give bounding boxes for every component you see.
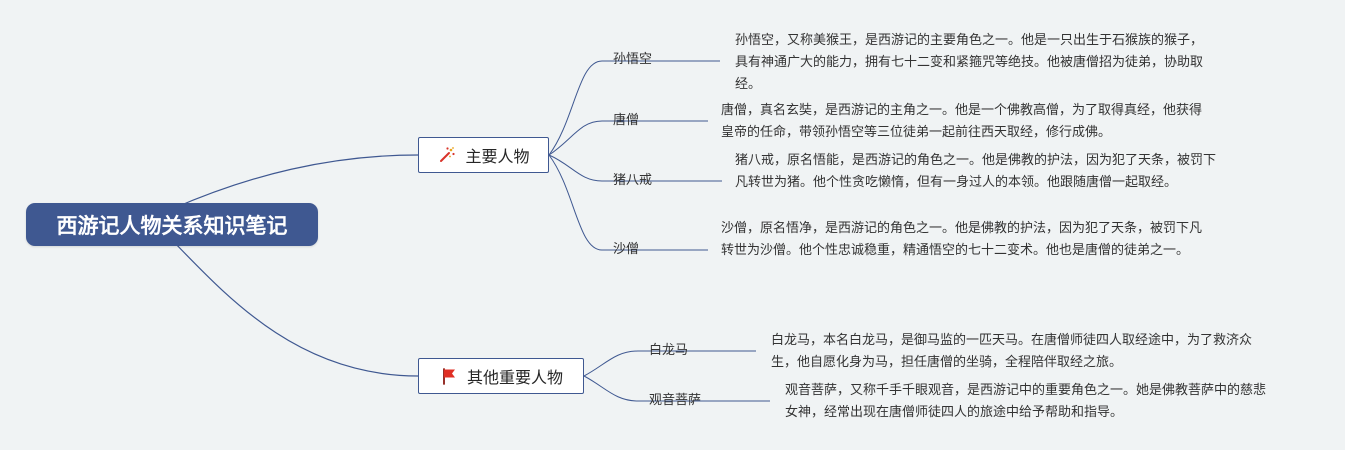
- subtopic-guanyin[interactable]: 观音菩萨: [649, 393, 702, 408]
- description-tangseng: 唐僧，真名玄奘，是西游记的主角之一。他是一个佛教高僧，为了取得真经，他获得皇帝的…: [721, 103, 1203, 140]
- description-bailongma: 白龙马，本名白龙马，是御马监的一匹天马。在唐僧师徒四人取经途中，为了救济众生，他…: [771, 333, 1253, 370]
- branch-line-tangseng: [548, 120, 603, 156]
- branch-line-zhubajie: [548, 154, 603, 182]
- subtopic-bailongma[interactable]: 白龙马: [649, 343, 689, 358]
- category-label: 主要人物: [465, 147, 530, 166]
- subtopic-tangseng[interactable]: 唐僧: [613, 113, 640, 128]
- subtopic-shaseng[interactable]: 沙僧: [613, 242, 640, 257]
- description-shaseng: 沙僧，原名悟净，是西游记的角色之一。他是佛教的护法，因为犯了天条，被罚下凡转世为…: [721, 221, 1203, 258]
- category-other-characters[interactable]: 其他重要人物: [418, 358, 584, 394]
- root-topic[interactable]: 西游记人物关系知识笔记: [26, 203, 318, 246]
- root-to-other-characters-line: [171, 239, 419, 377]
- subtopic-sunwukong[interactable]: 孙悟空: [613, 52, 653, 67]
- branch-line-shaseng: [548, 154, 603, 251]
- fireworks-icon: [437, 145, 457, 165]
- category-main-characters[interactable]: 主要人物: [418, 137, 549, 173]
- root-topic-title: 西游记人物关系知识笔记: [56, 213, 288, 238]
- branch-line-sunwukong: [548, 60, 603, 156]
- description-zhubajie: 猪八戒，原名悟能，是西游记的角色之一。他是佛教的护法，因为犯了天条，被罚下凡转世…: [735, 153, 1217, 190]
- branch-line-guanyin: [583, 375, 639, 402]
- description-guanyin: 观音菩萨，又称千手千眼观音，是西游记中的重要角色之一。她是佛教菩萨中的慈悲女神，…: [785, 383, 1267, 420]
- category-label: 其他重要人物: [466, 368, 563, 387]
- branch-line-bailongma: [583, 350, 639, 377]
- root-to-main-characters-line: [171, 154, 419, 210]
- red-flag-icon: [439, 366, 459, 386]
- description-sunwukong: 孙悟空，又称美猴王，是西游记的主要角色之一。他是一只出生于石猴族的猴子，具有神通…: [735, 33, 1204, 92]
- subtopic-zhubajie[interactable]: 猪八戒: [613, 173, 653, 188]
